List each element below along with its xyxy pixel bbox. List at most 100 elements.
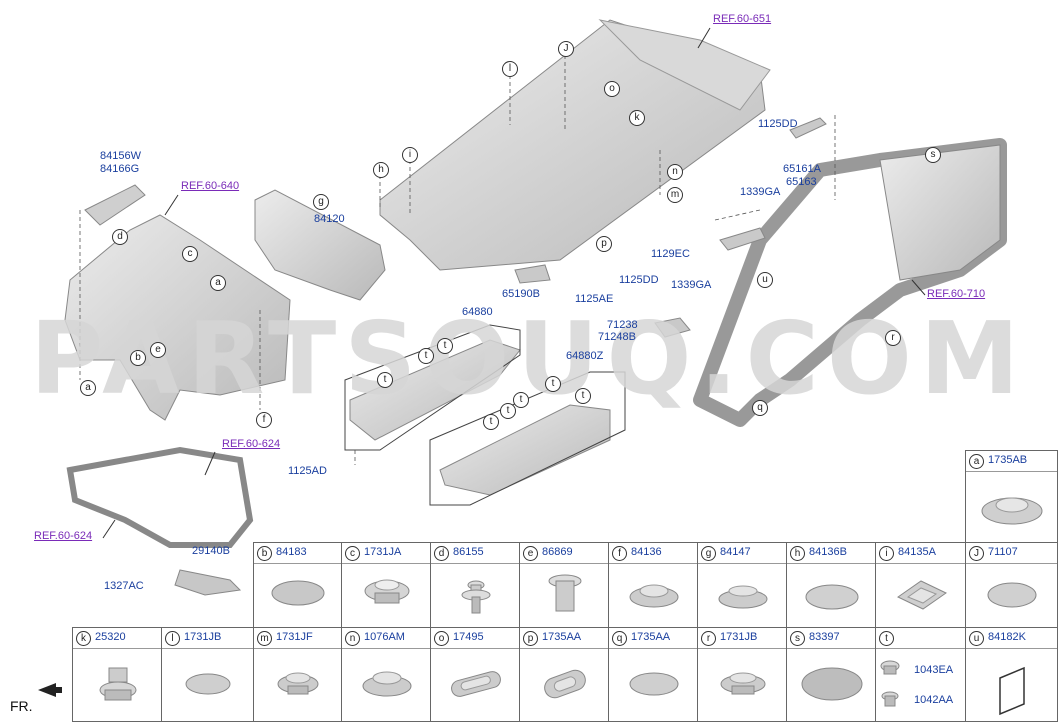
cell-code[interactable]: 84147 xyxy=(720,546,751,558)
ref-link-60-710[interactable]: REF.60-710 xyxy=(927,288,986,300)
cell-code[interactable]: 84136B xyxy=(809,546,847,558)
cell-code[interactable]: 1731JF xyxy=(276,631,313,643)
cell-code[interactable]: 17495 xyxy=(453,631,484,643)
callout-t-5[interactable]: t xyxy=(513,392,529,408)
plug-84136B-icon xyxy=(805,584,859,610)
part-label-1125DD-lower[interactable]: 1125DD xyxy=(619,274,659,286)
callout-t-3[interactable]: t xyxy=(437,338,453,354)
part-label-65161A[interactable]: 65161A xyxy=(783,163,821,175)
part-label-1327AC[interactable]: 1327AC xyxy=(104,580,144,592)
part-label-1339GA-lower[interactable]: 1339GA xyxy=(671,279,712,291)
cell-code[interactable]: 84182K xyxy=(988,631,1026,643)
callout-i[interactable]: i xyxy=(402,147,418,163)
cell-code[interactable]: 1731JA xyxy=(364,546,402,558)
part-label-84120[interactable]: 84120 xyxy=(314,213,345,225)
cell-code[interactable]: 1076AM xyxy=(364,631,405,643)
callout-c[interactable]: c xyxy=(182,246,198,262)
cell-code[interactable]: 1735AB xyxy=(988,454,1028,466)
table-cell-t[interactable]: t 1043EA 1042AA xyxy=(875,627,966,722)
callout-f[interactable]: f xyxy=(256,412,272,428)
part-label-29140B[interactable]: 29140B xyxy=(192,545,230,557)
cell-code[interactable]: 1735AA xyxy=(631,631,671,643)
part-label-84156W[interactable]: 84156W xyxy=(100,150,141,162)
callout-o[interactable]: o xyxy=(604,81,620,97)
cell-code[interactable]: 86155 xyxy=(453,546,484,558)
callout-t-8[interactable]: t xyxy=(483,414,499,430)
part-label-1043EA[interactable]: 1043EA xyxy=(914,664,954,676)
cell-code[interactable]: 83397 xyxy=(809,631,840,643)
ref-link-60-640[interactable]: REF.60-640 xyxy=(181,180,240,192)
part-label-1339GA-upper[interactable]: 1339GA xyxy=(740,186,781,198)
part-label-71238[interactable]: 71238 xyxy=(607,319,638,331)
callout-k[interactable]: k xyxy=(629,110,645,126)
table-cell-a[interactable]: a 1735AB xyxy=(965,450,1058,543)
callout-r[interactable]: r xyxy=(885,330,901,346)
part-label-71248B[interactable]: 71248B xyxy=(598,331,636,343)
table-cell-J[interactable]: J 71107 xyxy=(965,542,1058,628)
cell-code[interactable]: 86869 xyxy=(542,546,573,558)
callout-e[interactable]: e xyxy=(150,342,166,358)
callout-l[interactable]: l xyxy=(502,61,518,77)
part-label-64880[interactable]: 64880 xyxy=(462,306,493,318)
part-label-1125AD[interactable]: 1125AD xyxy=(288,465,327,477)
sill-group-frame-1 xyxy=(344,324,521,451)
callout-t-6[interactable]: t xyxy=(575,388,591,404)
callout-a[interactable]: a xyxy=(80,380,96,396)
part-label-1042AA[interactable]: 1042AA xyxy=(914,694,954,706)
callout-s[interactable]: s xyxy=(925,147,941,163)
part-label-1129EC[interactable]: 1129EC xyxy=(651,248,690,260)
callout-d[interactable]: d xyxy=(112,229,128,245)
part-label-65163[interactable]: 65163 xyxy=(786,176,817,188)
cell-code[interactable]: 1735AA xyxy=(542,631,582,643)
cell-code[interactable]: 25320 xyxy=(95,631,126,643)
cell-code[interactable]: 84183 xyxy=(276,546,307,558)
cell-code[interactable]: 84136 xyxy=(631,546,662,558)
part-label-1125DD-upper[interactable]: 1125DD xyxy=(758,118,798,130)
callout-t-7[interactable]: t xyxy=(500,403,516,419)
callout-u[interactable]: u xyxy=(757,272,773,288)
cell-code[interactable]: 1731JB xyxy=(184,631,222,643)
callout-p[interactable]: p xyxy=(596,236,612,252)
cell-key: J xyxy=(969,546,984,561)
callout-t-1[interactable]: t xyxy=(377,372,393,388)
part-label-84166G[interactable]: 84166G xyxy=(100,163,140,175)
callout-b[interactable]: b xyxy=(130,350,146,366)
cell-code[interactable]: 84135A xyxy=(898,546,936,558)
ref-link-60-651[interactable]: REF.60-651 xyxy=(713,13,772,25)
callout-m[interactable]: m xyxy=(667,187,683,203)
callout-q[interactable]: q xyxy=(752,400,768,416)
callout-h[interactable]: h xyxy=(373,162,389,178)
part-label-65190B[interactable]: 65190B xyxy=(502,288,540,300)
part-label-1125AE[interactable]: 1125AE xyxy=(575,293,614,305)
ref-link-60-624-lower[interactable]: REF.60-624 xyxy=(34,530,93,542)
callout-n[interactable]: n xyxy=(667,164,683,180)
part-label-64880Z[interactable]: 64880Z xyxy=(566,350,604,362)
cell-code[interactable]: 71107 xyxy=(988,546,1018,558)
callout-a-front[interactable]: a xyxy=(210,275,226,291)
ref-link-60-624-upper[interactable]: REF.60-624 xyxy=(222,438,281,450)
callout-t-2[interactable]: t xyxy=(418,348,434,364)
callout-j[interactable]: J xyxy=(558,41,574,57)
callout-t-4[interactable]: t xyxy=(545,376,561,392)
callout-g[interactable]: g xyxy=(313,194,329,210)
cell-code[interactable]: 1731JB xyxy=(720,631,758,643)
